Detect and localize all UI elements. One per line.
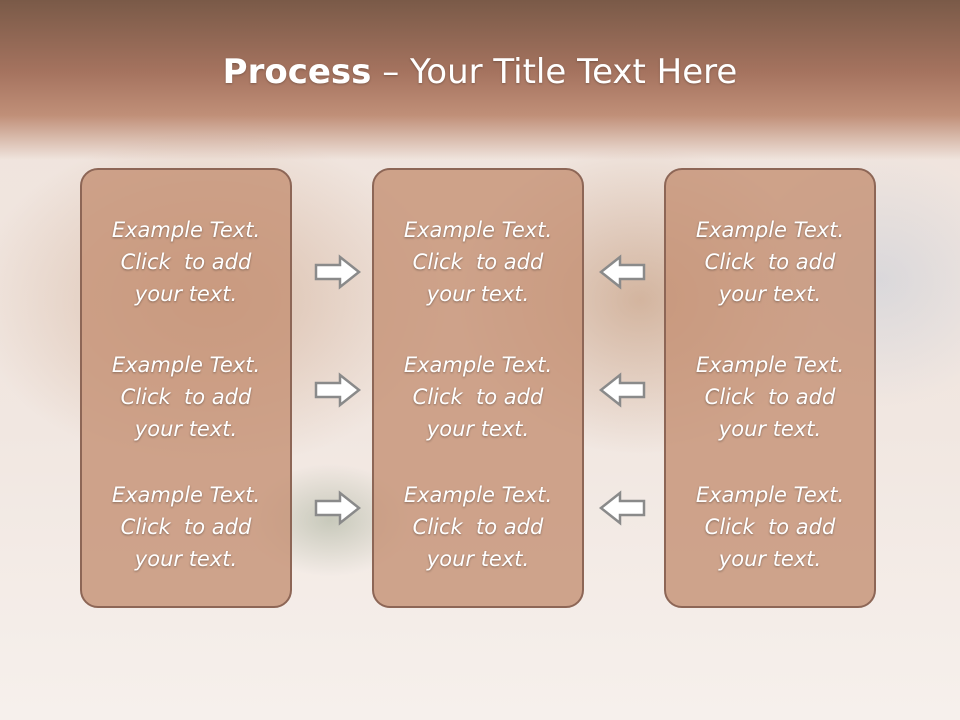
text-block[interactable]: Example Text. Click to add your text. — [374, 479, 582, 575]
text-block[interactable]: Example Text. Click to add your text. — [666, 479, 874, 575]
text-line: your text. — [426, 417, 530, 441]
text-line: your text. — [718, 417, 822, 441]
text-block[interactable]: Example Text. Click to add your text. — [374, 214, 582, 310]
right-text-box[interactable]: Example Text. Click to add your text. Ex… — [664, 168, 876, 608]
arrow-left-icon — [598, 490, 646, 526]
text-line: your text. — [718, 547, 822, 571]
title-banner — [0, 0, 960, 160]
text-line: Example Text. — [695, 218, 845, 242]
text-line: Click to add — [412, 515, 544, 539]
text-line: your text. — [134, 282, 238, 306]
text-block[interactable]: Example Text. Click to add your text. — [374, 349, 582, 445]
text-line: your text. — [426, 282, 530, 306]
text-line: Click to add — [120, 515, 252, 539]
text-line: Example Text. — [111, 353, 261, 377]
arrow-right-icon — [314, 254, 362, 290]
text-line: Click to add — [704, 385, 836, 409]
text-line: Click to add — [412, 250, 544, 274]
text-line: Example Text. — [695, 483, 845, 507]
text-line: Example Text. — [695, 353, 845, 377]
text-line: Example Text. — [403, 218, 553, 242]
text-line: Click to add — [704, 515, 836, 539]
text-line: your text. — [134, 547, 238, 571]
text-line: your text. — [134, 417, 238, 441]
text-block[interactable]: Example Text. Click to add your text. — [666, 349, 874, 445]
title-bold-word: Process — [222, 52, 372, 92]
text-block[interactable]: Example Text. Click to add your text. — [82, 479, 290, 575]
text-line: your text. — [426, 547, 530, 571]
text-line: Click to add — [704, 250, 836, 274]
text-line: Click to add — [120, 250, 252, 274]
text-line: Example Text. — [111, 218, 261, 242]
arrow-left-icon — [598, 372, 646, 408]
text-line: Example Text. — [403, 353, 553, 377]
text-block[interactable]: Example Text. Click to add your text. — [82, 214, 290, 310]
text-block[interactable]: Example Text. Click to add your text. — [82, 349, 290, 445]
text-line: Example Text. — [111, 483, 261, 507]
arrow-left-icon — [598, 254, 646, 290]
text-block[interactable]: Example Text. Click to add your text. — [666, 214, 874, 310]
title-text: Your Title Text Here — [410, 52, 738, 92]
arrow-right-icon — [314, 372, 362, 408]
text-line: Example Text. — [403, 483, 553, 507]
text-line: your text. — [718, 282, 822, 306]
title-dash: – — [371, 52, 411, 92]
text-line: Click to add — [412, 385, 544, 409]
arrow-right-icon — [314, 490, 362, 526]
text-line: Click to add — [120, 385, 252, 409]
middle-text-box[interactable]: Example Text. Click to add your text. Ex… — [372, 168, 584, 608]
left-text-box[interactable]: Example Text. Click to add your text. Ex… — [80, 168, 292, 608]
slide-title[interactable]: Process – Your Title Text Here — [0, 52, 960, 92]
